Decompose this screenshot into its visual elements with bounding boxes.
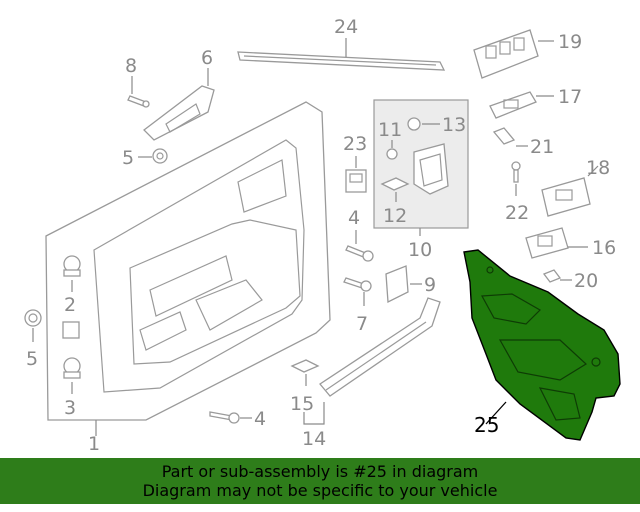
callout-4-upper: 4 (348, 207, 360, 229)
callout-22: 22 (505, 202, 529, 224)
leader-18 (587, 165, 599, 177)
info-banner: Part or sub-assembly is #25 in diagram D… (0, 458, 640, 504)
callout-2: 2 (64, 294, 76, 316)
leader-14 (303, 402, 325, 425)
part-14-trim-strip (319, 297, 441, 397)
callout-20: 20 (574, 270, 598, 292)
part-5-plug-upper (152, 148, 168, 164)
part-5-plug-left (24, 309, 42, 327)
part-8-screw (127, 95, 150, 108)
banner-line-2: Diagram may not be specific to your vehi… (142, 481, 498, 500)
part-9-bracket (385, 265, 409, 304)
part-17-switch-bezel (489, 91, 537, 119)
part-retainer-square (62, 321, 80, 339)
part-22-screw (511, 161, 521, 183)
part-15-clip (290, 359, 320, 373)
part-19-master-switch (473, 29, 539, 79)
part-23-clip (345, 169, 367, 193)
callout-25: 25 (474, 413, 499, 437)
part-21-clip (492, 127, 516, 145)
callout-5-upper: 5 (122, 147, 134, 169)
callout-24: 24 (334, 16, 358, 38)
callout-6: 6 (201, 47, 213, 69)
callout-23: 23 (343, 133, 367, 155)
part-2-retainer (63, 255, 81, 277)
part-20-clip (542, 269, 562, 283)
callout-8: 8 (125, 55, 137, 77)
callout-9: 9 (424, 274, 436, 296)
callout-5-left: 5 (26, 348, 38, 370)
part-4-screw-upper (345, 245, 374, 262)
callout-12: 12 (383, 205, 407, 227)
callout-11: 11 (378, 119, 402, 141)
callout-17: 17 (558, 86, 582, 108)
callout-3: 3 (64, 397, 76, 419)
callout-18: 18 (586, 157, 610, 179)
part-24-weatherstrip (237, 51, 446, 71)
part-10-group (373, 99, 469, 229)
callout-1: 1 (88, 433, 100, 455)
callout-4-lower: 4 (254, 408, 266, 430)
part-18-switch (541, 177, 591, 217)
part-3-retainer (63, 357, 81, 379)
callout-21: 21 (530, 136, 554, 158)
part-4-screw-lower (209, 411, 240, 424)
part-25-watershield-highlighted (463, 249, 621, 441)
callout-16: 16 (592, 237, 616, 259)
callout-14: 14 (302, 428, 326, 450)
part-7-screw (343, 277, 372, 292)
part-6-inside-handle (143, 85, 215, 141)
callout-7: 7 (356, 313, 368, 335)
banner-line-1: Part or sub-assembly is #25 in diagram (161, 462, 479, 481)
callout-15: 15 (290, 393, 314, 415)
leader-25 (485, 401, 507, 425)
callout-19: 19 (558, 31, 582, 53)
callout-13: 13 (442, 114, 466, 136)
callout-10: 10 (408, 239, 432, 261)
part-16-switch-bezel (525, 227, 569, 259)
part-1-door-trim-panel (45, 101, 331, 421)
door-parts-diagram: 24 1 6 8 5 5 2 (24, 16, 621, 455)
